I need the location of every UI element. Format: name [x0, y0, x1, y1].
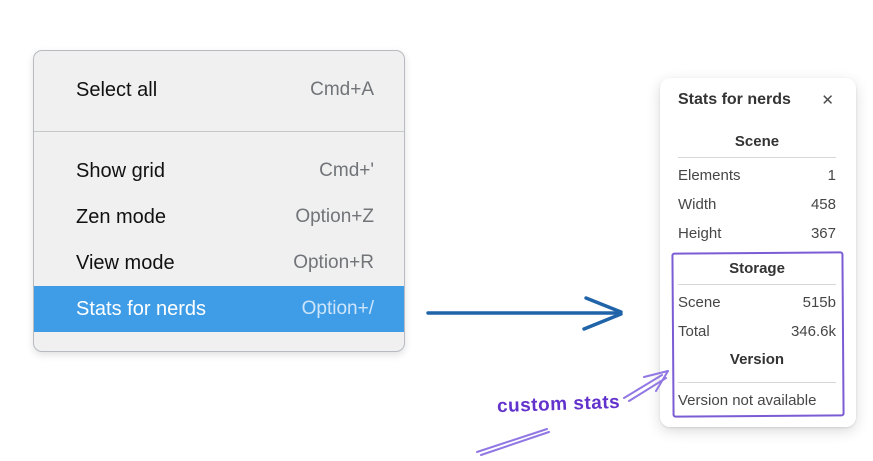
stat-value: 346.6k [790, 323, 836, 340]
stat-label: Scene [678, 294, 721, 311]
stats-panel-title: Stats for nerds [678, 91, 791, 108]
stat-row-height: Height 367 [678, 219, 836, 248]
menu-item-label: Select all [76, 78, 158, 101]
section-heading-storage: Storage [729, 260, 785, 277]
stat-value: 367 [810, 225, 836, 242]
stat-value: 458 [810, 196, 836, 213]
menu-item-label: Zen mode [76, 205, 167, 228]
section-heading-scene: Scene [734, 133, 780, 150]
stat-row-elements: Elements 1 [678, 161, 836, 190]
menu-item-label: Show grid [76, 159, 165, 182]
menu-item-select-all[interactable]: Select all Cmd+A [34, 67, 404, 113]
section-divider [678, 382, 836, 383]
menu-item-label: Stats for nerds [76, 297, 207, 320]
menu-item-shortcut: Option+R [293, 252, 374, 273]
menu-item-show-grid[interactable]: Show grid Cmd+' [34, 148, 404, 194]
context-menu: Select all Cmd+A Show grid Cmd+' Zen mod… [33, 50, 405, 352]
stat-label: Elements [678, 167, 741, 184]
menu-item-shortcut: Option+/ [301, 298, 374, 319]
section-divider [678, 284, 836, 285]
stat-label: Height [678, 225, 722, 242]
storage-stats: Scene 515b Total 346.6k [678, 288, 836, 346]
menu-item-label: View mode [76, 251, 175, 274]
menu-item-shortcut: Option+Z [295, 206, 374, 227]
close-icon: ✕ [821, 91, 834, 109]
arrow-right-icon [426, 296, 623, 331]
stat-value: 1 [827, 167, 836, 184]
annotation-tail-icon [476, 428, 550, 456]
version-note: Version not available [678, 392, 817, 409]
stat-label: Total [678, 323, 710, 340]
menu-item-stats-for-nerds[interactable]: Stats for nerds Option+/ [34, 286, 404, 332]
menu-item-shortcut: Cmd+' [319, 160, 374, 181]
close-button[interactable]: ✕ [819, 91, 836, 110]
stat-row-scene-size: Scene 515b [678, 288, 836, 317]
section-divider [678, 157, 836, 158]
menu-group-bottom: Show grid Cmd+' Zen mode Option+Z View m… [34, 132, 404, 351]
menu-divider [34, 131, 404, 132]
scene-stats: Elements 1 Width 458 Height 367 [678, 161, 836, 248]
stat-value: 515b [802, 294, 836, 311]
menu-item-view-mode[interactable]: View mode Option+R [34, 240, 404, 286]
stat-row-total-size: Total 346.6k [678, 317, 836, 346]
stats-panel: Stats for nerds ✕ Scene Elements 1 Width… [660, 78, 856, 427]
annotation-label: custom stats [496, 391, 621, 418]
stat-row-width: Width 458 [678, 190, 836, 219]
stats-panel-header: Stats for nerds ✕ [678, 88, 836, 112]
menu-item-zen-mode[interactable]: Zen mode Option+Z [34, 194, 404, 240]
stat-label: Width [678, 196, 717, 213]
section-heading-version: Version [729, 351, 785, 368]
menu-group-top: Select all Cmd+A [34, 51, 404, 131]
menu-item-shortcut: Cmd+A [310, 79, 374, 100]
